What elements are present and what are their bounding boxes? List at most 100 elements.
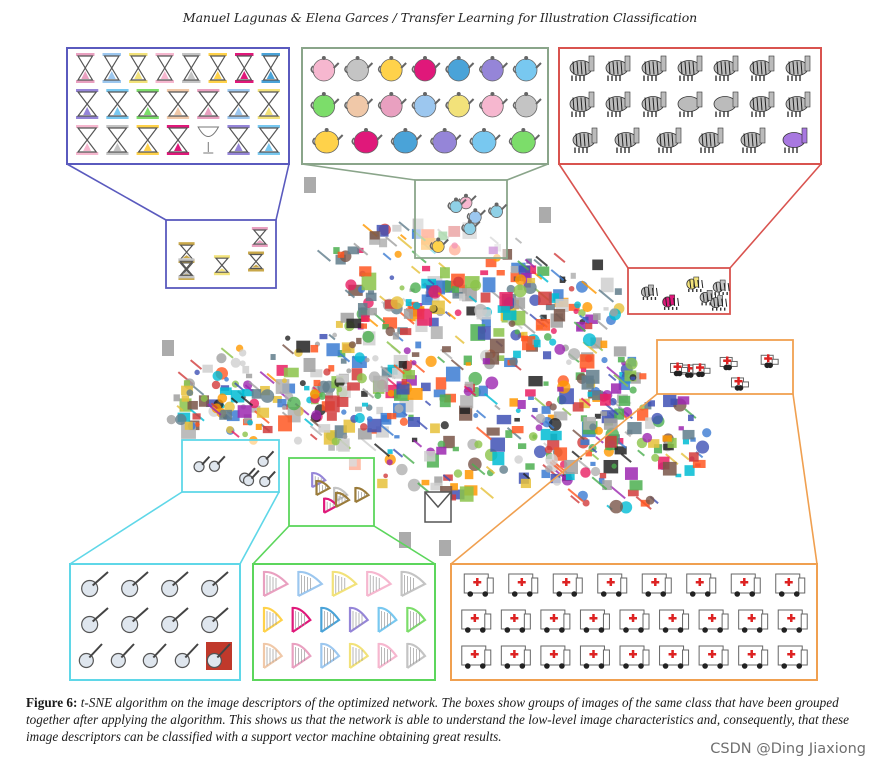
scatter-thumbnail bbox=[496, 270, 505, 276]
scatter-thumbnail bbox=[433, 389, 446, 398]
scatter-thumbnail bbox=[511, 426, 524, 434]
harp-region-box bbox=[288, 457, 375, 527]
zebra-thumbnail bbox=[605, 91, 631, 117]
scatter-thumbnail bbox=[211, 380, 221, 390]
scatter-thumbnail bbox=[499, 465, 509, 474]
scatter-thumbnail bbox=[242, 365, 250, 374]
scatter-thumbnail bbox=[585, 314, 598, 324]
scatter-thumbnail bbox=[407, 478, 421, 492]
scatter-thumbnail bbox=[251, 405, 261, 413]
scatter-thumbnail bbox=[397, 236, 413, 250]
scatter-thumbnail bbox=[392, 332, 400, 340]
ambulance-thumbnail bbox=[698, 645, 729, 669]
hourglass-thumbnail bbox=[197, 126, 220, 154]
scatter-thumbnail bbox=[238, 349, 247, 357]
scatter-thumbnail bbox=[166, 414, 177, 425]
scatter-thumbnail bbox=[359, 266, 372, 277]
teapot-thumbnail bbox=[512, 56, 542, 82]
banjo-region-thumbnail bbox=[242, 469, 260, 487]
zebra-connector-line bbox=[558, 163, 629, 269]
scatter-thumbnail bbox=[580, 467, 591, 478]
scatter-thumbnail bbox=[549, 403, 557, 411]
scatter-thumbnail bbox=[325, 392, 334, 399]
scatter-thumbnail bbox=[311, 409, 322, 421]
scatter-thumbnail bbox=[454, 309, 462, 317]
scatter-thumbnail bbox=[537, 266, 550, 276]
scatter-thumbnail bbox=[251, 389, 262, 399]
scatter-thumbnail bbox=[242, 431, 248, 438]
scatter-thumbnail bbox=[474, 440, 483, 449]
scatter-thumbnail bbox=[545, 465, 553, 473]
zebra-region-thumbnail bbox=[641, 284, 658, 300]
harp-thumbnail bbox=[331, 570, 359, 597]
scatter-thumbnail bbox=[245, 373, 253, 379]
scatter-thumbnail bbox=[461, 286, 477, 302]
scatter-thumbnail bbox=[360, 423, 368, 431]
scatter-thumbnail bbox=[702, 428, 712, 438]
hourglass-thumbnail bbox=[257, 89, 280, 119]
zebra-thumbnail bbox=[785, 55, 811, 81]
harp-connector-line bbox=[373, 525, 436, 565]
scatter-thumbnail bbox=[582, 499, 590, 507]
banjo-thumbnail bbox=[161, 571, 189, 598]
scatter-thumbnail bbox=[540, 428, 551, 441]
scatter-thumbnail bbox=[517, 400, 526, 409]
scatter-thumbnail bbox=[372, 355, 379, 362]
scatter-thumbnail bbox=[508, 320, 516, 327]
scatter-thumbnail bbox=[595, 436, 604, 444]
scatter-thumbnail bbox=[278, 415, 292, 432]
scatter-thumbnail bbox=[401, 370, 416, 380]
scatter-thumbnail bbox=[603, 459, 619, 474]
csdn-watermark: CSDN @Ding Jiaxiong bbox=[710, 741, 866, 757]
scatter-thumbnail bbox=[285, 335, 291, 341]
scatter-thumbnail bbox=[440, 421, 449, 430]
scatter-thumbnail bbox=[403, 347, 411, 355]
ambulance-thumbnail bbox=[579, 645, 610, 669]
scatter-thumbnail bbox=[578, 309, 586, 317]
scatter-thumbnail bbox=[490, 437, 506, 452]
scatter-thumbnail bbox=[468, 457, 482, 472]
scatter-thumbnail bbox=[523, 323, 536, 334]
ambulance-region-thumbnail bbox=[692, 363, 711, 378]
zebra-thumbnail bbox=[740, 127, 766, 153]
scatter-thumbnail bbox=[430, 423, 440, 434]
scatter-thumbnail bbox=[566, 359, 572, 365]
scatter-thumbnail bbox=[509, 357, 518, 366]
harp-thumbnail bbox=[262, 606, 284, 633]
hourglass-thumbnail bbox=[155, 53, 174, 83]
banjo-thumbnail bbox=[174, 643, 199, 669]
scatter-thumbnail bbox=[601, 357, 608, 364]
harp-thumbnail bbox=[400, 570, 427, 597]
scatter-thumbnail bbox=[326, 412, 337, 421]
teapot-region-thumbnail bbox=[488, 202, 508, 218]
running-header: Manuel Lagunas & Elena Garces / Transfer… bbox=[182, 10, 698, 25]
hourglass-thumbnail bbox=[197, 89, 220, 119]
teapot-region-box bbox=[414, 179, 508, 259]
scatter-thumbnail bbox=[310, 369, 323, 378]
hourglass-thumbnail bbox=[136, 89, 159, 119]
scatter-thumbnail bbox=[573, 321, 587, 333]
hourglass-thumbnail bbox=[106, 89, 129, 119]
scatter-thumbnail bbox=[323, 368, 331, 376]
scatter-thumbnail bbox=[604, 435, 617, 448]
scatter-thumbnail bbox=[224, 401, 235, 413]
scatter-thumbnail bbox=[376, 406, 383, 415]
harp-region-thumbnail bbox=[334, 491, 351, 508]
scatter-thumbnail bbox=[202, 364, 213, 373]
scatter-thumbnail bbox=[176, 405, 184, 412]
hourglass-region-thumbnail bbox=[248, 251, 265, 272]
zebra-thumbnail bbox=[785, 91, 811, 117]
scatter-thumbnail bbox=[600, 340, 608, 349]
teapot-thumbnail bbox=[390, 128, 423, 154]
scatter-thumbnail bbox=[434, 476, 443, 486]
scatter-thumbnail bbox=[543, 333, 552, 341]
scatter-thumbnail bbox=[506, 284, 516, 294]
scatter-thumbnail bbox=[272, 396, 282, 403]
scatter-thumbnail bbox=[549, 338, 557, 346]
scatter-thumbnail bbox=[620, 453, 632, 463]
scatter-thumbnail bbox=[662, 435, 672, 442]
scatter-thumbnail bbox=[514, 297, 526, 309]
scatter-thumbnail bbox=[450, 483, 458, 491]
scatter-thumbnail bbox=[497, 305, 510, 313]
scatter-thumbnail bbox=[181, 385, 193, 396]
